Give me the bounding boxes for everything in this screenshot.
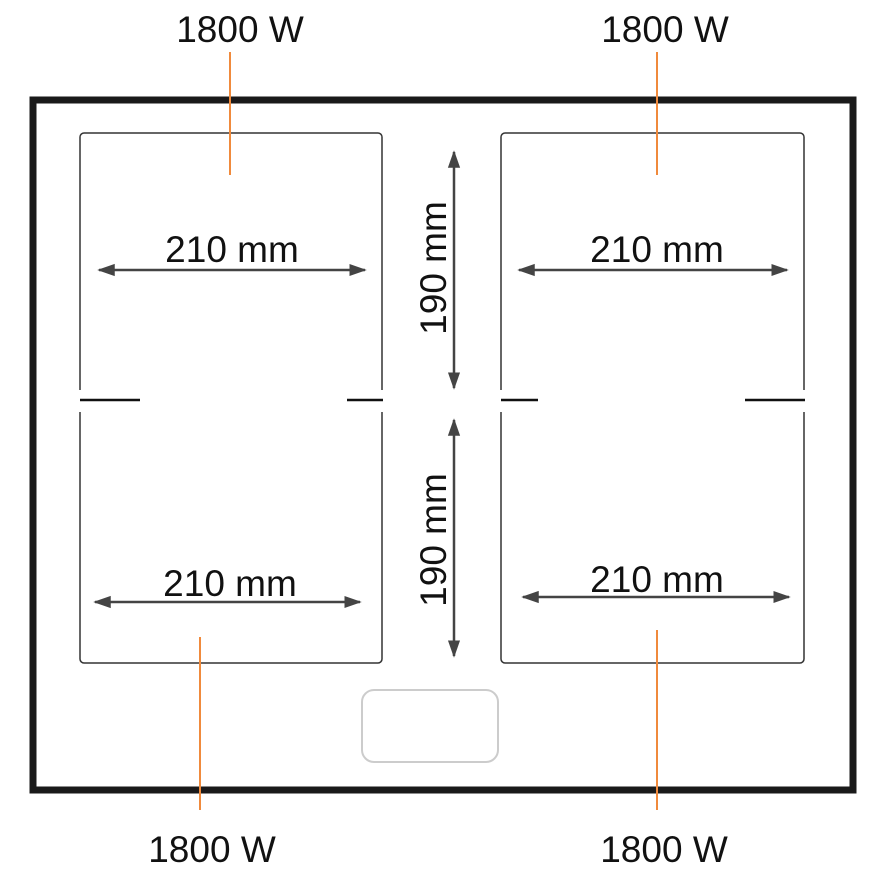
zone-width-label: 210 mm <box>165 229 299 270</box>
zone-width-label: 210 mm <box>163 563 297 604</box>
zone-power-label: 1800 W <box>148 829 276 870</box>
hob-outline <box>29 96 857 794</box>
zone-power-label: 1800 W <box>176 9 304 50</box>
zone-depth-label: 190 mm <box>413 473 454 607</box>
zone-depth-label: 190 mm <box>413 201 454 335</box>
zone-width-label: 210 mm <box>590 229 724 270</box>
control-panel <box>361 689 499 763</box>
zone-power-label: 1800 W <box>600 829 728 870</box>
zone-power-label: 1800 W <box>601 9 729 50</box>
zone-width-label: 210 mm <box>590 559 724 600</box>
